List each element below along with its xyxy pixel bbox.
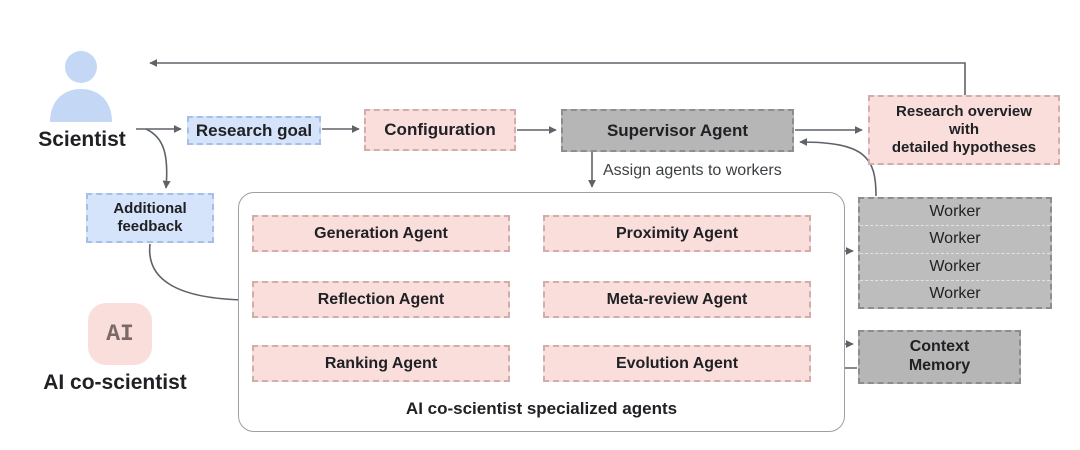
ai-chip-icon: AI bbox=[88, 303, 152, 365]
worker-row: Worker bbox=[860, 226, 1050, 254]
scientist-label: Scientist bbox=[38, 128, 126, 151]
assign-agents-label: Assign agents to workers bbox=[603, 162, 782, 179]
research-goal-box: Research goal bbox=[187, 116, 321, 145]
meta-review-agent-box: Meta-review Agent bbox=[543, 281, 811, 318]
ai-chip-text: AI bbox=[106, 321, 134, 347]
additional-feedback-line2: feedback bbox=[117, 218, 183, 235]
ai-co-scientist-label: AI co-scientist bbox=[43, 371, 187, 394]
context-memory-line2: Memory bbox=[908, 357, 971, 374]
research-overview-line1: Research overview bbox=[896, 103, 1032, 121]
research-overview-line2: with bbox=[949, 121, 979, 139]
research-overview-box: Research overview with detailed hypothes… bbox=[868, 95, 1060, 165]
arrow-overview-to-scientist bbox=[149, 59, 966, 95]
supervisor-agent-box: Supervisor Agent bbox=[561, 109, 794, 152]
worker-row: Worker bbox=[860, 254, 1050, 281]
proximity-agent-box: Proximity Agent bbox=[543, 215, 811, 252]
configuration-box: Configuration bbox=[364, 109, 516, 151]
arrow-feedback-to-reflection bbox=[148, 243, 248, 304]
worker-box: Worker Worker Worker Worker bbox=[858, 197, 1052, 309]
person-icon bbox=[50, 51, 112, 122]
worker-row: Worker bbox=[929, 284, 981, 302]
research-overview-line3: detailed hypotheses bbox=[891, 138, 1037, 156]
additional-feedback-line1: Additional bbox=[113, 200, 187, 218]
arrow-scientist-to-additional-feedback bbox=[145, 128, 171, 189]
additional-feedback-box: Additional feedback bbox=[86, 193, 214, 243]
worker-row: Worker bbox=[860, 199, 1050, 227]
context-memory-line1: Context bbox=[909, 338, 970, 356]
reflection-agent-box: Reflection Agent bbox=[252, 281, 510, 318]
container-label: AI co-scientist specialized agents bbox=[405, 399, 678, 418]
ranking-agent-box: Ranking Agent bbox=[252, 345, 510, 382]
context-memory-box: Context Memory bbox=[858, 330, 1021, 384]
evolution-agent-box: Evolution Agent bbox=[543, 345, 811, 382]
arrow-worker-to-supervisor bbox=[799, 138, 877, 197]
generation-agent-box: Generation Agent bbox=[252, 215, 510, 252]
